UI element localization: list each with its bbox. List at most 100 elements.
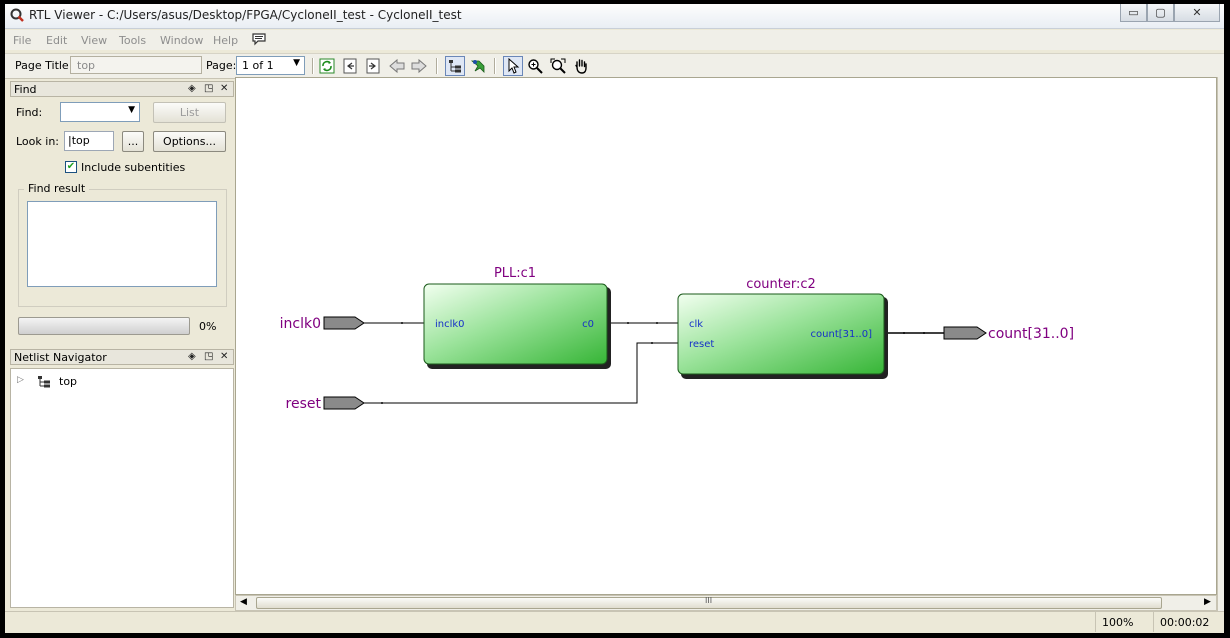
page-title-label: Page Title: <box>15 59 73 72</box>
undock-icon[interactable]: ◳ <box>204 83 214 94</box>
next-page-icon <box>366 58 380 74</box>
find-panel-title: Find <box>14 83 37 96</box>
refresh-icon <box>319 58 335 74</box>
port-label: count[31..0] <box>988 326 1074 342</box>
schematic-canvas[interactable]: inclk0 reset count[31..0] PLL:c1 inclk0 … <box>235 77 1217 595</box>
zoom-in-icon <box>528 59 543 74</box>
block-title: counter:c2 <box>746 277 816 292</box>
close-icon[interactable]: ✕ <box>220 83 229 94</box>
pin-icon[interactable]: ◈ <box>188 83 196 94</box>
find-result-label: Find result <box>24 182 90 195</box>
quartus-app-icon <box>10 8 24 22</box>
selection-tool-button[interactable] <box>503 56 523 76</box>
options-button[interactable]: Options... <box>153 131 226 152</box>
hierarchy-view-button[interactable] <box>445 56 465 76</box>
menu-edit[interactable]: Edit <box>46 34 68 47</box>
find-combo[interactable]: ▼ <box>60 102 140 122</box>
netlist-navigator-tree: ▷ top <box>10 368 234 608</box>
maximize-icon: ▢ <box>1155 6 1166 19</box>
netlist-filter-button[interactable] <box>468 56 488 76</box>
menu-file[interactable]: File <box>13 34 32 47</box>
back-arrow-icon <box>389 58 405 74</box>
fit-in-window-button[interactable] <box>548 56 568 76</box>
block-counter-c2[interactable]: counter:c2 clk reset count[31..0] <box>677 277 888 379</box>
previous-page-icon <box>343 58 357 74</box>
scroll-right-icon[interactable]: ▶ <box>1204 597 1211 607</box>
status-bar: 100% 00:00:02 <box>5 611 1224 633</box>
chevron-down-icon: ▼ <box>293 58 300 68</box>
page-select[interactable]: 1 of 1 ▼ <box>236 56 305 75</box>
look-in-input[interactable]: |top <box>64 131 114 151</box>
block-pll-c1[interactable]: PLL:c1 inclk0 c0 <box>423 266 611 369</box>
next-page-button[interactable] <box>363 56 383 76</box>
title-bar: RTL Viewer - C:/Users/asus/Desktop/FPGA/… <box>5 4 1224 29</box>
page-label: Page: <box>206 59 237 72</box>
tree-item-label: top <box>59 375 78 388</box>
previous-page-button[interactable] <box>340 56 360 76</box>
schematic-diagram[interactable]: inclk0 reset count[31..0] PLL:c1 inclk0 … <box>236 78 1216 594</box>
page-title-input[interactable]: top <box>70 56 202 74</box>
netlist-navigator-title: Netlist Navigator <box>14 351 107 364</box>
tree-item-top[interactable]: ▷ top <box>17 375 117 389</box>
back-button[interactable] <box>387 56 407 76</box>
window-title: RTL Viewer - C:/Users/asus/Desktop/FPGA/… <box>29 8 462 22</box>
pin-icon[interactable]: ◈ <box>188 351 196 362</box>
horizontal-scrollbar[interactable]: ◀ III ▶ <box>235 595 1217 611</box>
look-in-label: Look in: <box>16 135 59 148</box>
menu-bar: File Edit View Tools Window Help <box>5 30 1224 50</box>
input-port-reset[interactable]: reset <box>286 396 365 412</box>
forward-button[interactable] <box>409 56 429 76</box>
port-label: inclk0 <box>280 316 321 332</box>
menu-help[interactable]: Help <box>213 34 239 47</box>
filter-icon <box>470 60 485 73</box>
vertical-scrollbar-track[interactable] <box>1217 77 1224 611</box>
find-label: Find: <box>16 106 43 119</box>
close-button[interactable]: ✕ <box>1174 4 1220 22</box>
pin-label: clk <box>689 319 703 330</box>
list-button[interactable]: List <box>153 102 226 123</box>
menu-view[interactable]: View <box>81 34 108 47</box>
toolbar-separator <box>312 58 314 74</box>
wire-junctions <box>381 322 925 404</box>
undock-icon[interactable]: ◳ <box>204 351 214 362</box>
hand-pan-icon <box>575 59 587 74</box>
hierarchy-icon <box>38 376 50 388</box>
menu-window[interactable]: Window <box>160 34 204 47</box>
port-label: reset <box>286 396 322 412</box>
close-icon[interactable]: ✕ <box>220 351 229 362</box>
expand-arrow-icon[interactable]: ▷ <box>17 375 24 385</box>
pin-label: c0 <box>582 319 594 330</box>
minimize-icon: ▭ <box>1128 6 1139 19</box>
output-port-count[interactable]: count[31..0] <box>943 326 1074 342</box>
elapsed-time: 00:00:02 <box>1153 612 1224 632</box>
netlist-navigator-header: Netlist Navigator ◈ ◳ ✕ <box>10 349 234 365</box>
find-panel-header: Find ◈ ◳ ✕ <box>10 81 234 97</box>
find-result-list[interactable] <box>27 201 217 287</box>
forward-arrow-icon <box>411 58 427 74</box>
browse-button[interactable]: ... <box>122 131 144 152</box>
pan-tool-button[interactable] <box>571 56 591 76</box>
scroll-left-icon[interactable]: ◀ <box>240 597 247 607</box>
find-panel: Find: ▼ List Look in: |top ... Options..… <box>10 97 234 343</box>
find-result-group <box>18 189 227 307</box>
page-select-value: 1 of 1 <box>242 59 274 72</box>
zoom-tool-button[interactable] <box>525 56 545 76</box>
refresh-button[interactable] <box>317 56 337 76</box>
zoom-level: 100% <box>1095 612 1153 632</box>
include-subentities-checkbox[interactable]: ✔ <box>65 161 77 173</box>
zoom-fit-icon <box>550 58 566 74</box>
pin-label: count[31..0] <box>811 329 873 340</box>
include-subentities-label: Include subentities <box>81 161 186 174</box>
menu-tools[interactable]: Tools <box>119 34 147 47</box>
chevron-down-icon: ▼ <box>128 105 135 115</box>
toolbar-separator <box>494 58 496 74</box>
chat-bubble-icon[interactable] <box>251 32 267 47</box>
input-port-inclk0[interactable]: inclk0 <box>280 316 365 332</box>
pin-label: inclk0 <box>435 319 465 330</box>
scrollbar-grip: III <box>705 596 713 605</box>
maximize-button[interactable]: ▢ <box>1147 4 1174 22</box>
toolbar-separator <box>436 58 438 74</box>
minimize-button[interactable]: ▭ <box>1120 4 1147 22</box>
pin-label: reset <box>689 339 714 350</box>
scrollbar-thumb[interactable]: III <box>256 596 1162 609</box>
